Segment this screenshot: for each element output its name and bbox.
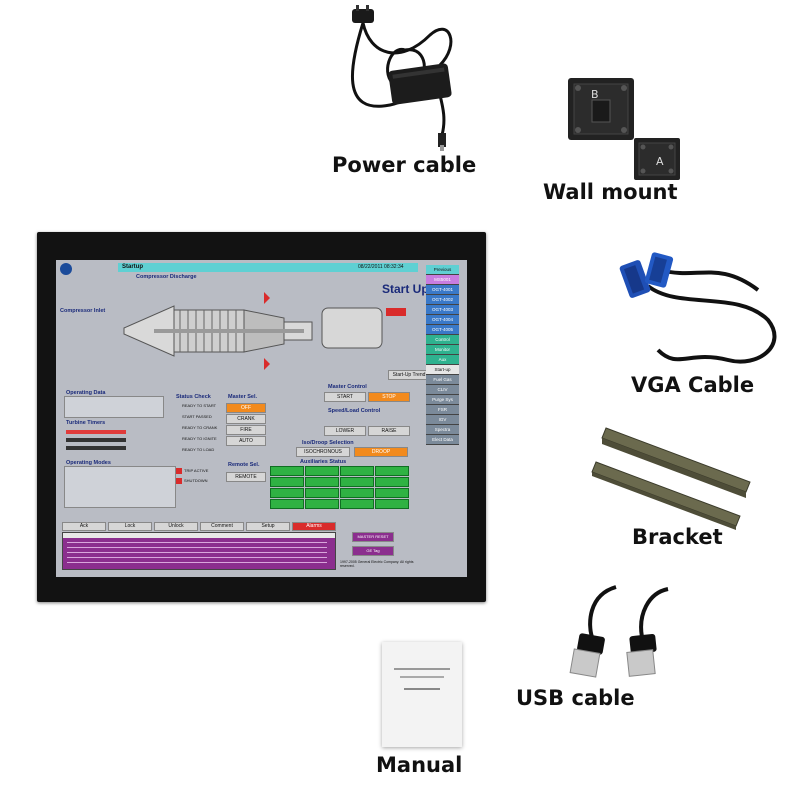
side-menu-monitor[interactable]: Monitor	[426, 345, 459, 355]
manual-caption: Manual	[376, 753, 463, 777]
hmi-screen: Startup 08/22/2011 08:32:34 Compressor D…	[56, 260, 467, 577]
master-sel-off-button[interactable]: OFF	[226, 403, 266, 413]
side-menu-start-up[interactable]: Start-up	[426, 365, 459, 375]
power-adapter-image	[351, 5, 453, 151]
status-item-start-passed: START PASSED	[182, 414, 212, 419]
alarm-tab-alarms[interactable]: Alarms	[292, 522, 336, 531]
bracket-image	[591, 427, 751, 530]
master-control-title: Master Control	[328, 384, 367, 390]
speed-load-control-title: Speed/Load Control	[328, 408, 381, 414]
iso-droop-title: Iso/Droop Selection	[302, 440, 354, 446]
ge-logo-icon	[60, 263, 72, 275]
status-item-ready-to-ignite: READY TO IGNITE	[182, 436, 217, 441]
status-item-ready-to-load: READY TO LOAD	[182, 447, 215, 452]
ge-tag-button[interactable]: GE Tag	[352, 546, 394, 556]
master-control-start-button[interactable]: START	[324, 392, 366, 402]
speed-load-lower-button[interactable]: LOWER	[324, 426, 366, 436]
shutdown-indicator	[176, 478, 182, 484]
side-menu-aux[interactable]: Aux	[426, 355, 459, 365]
turbine-timer-bar-3	[66, 446, 126, 450]
usb-cable-image	[569, 585, 669, 678]
status-check-title: Status Check	[176, 394, 211, 400]
side-menu-ms5001[interactable]: MS5001	[426, 275, 459, 285]
master-sel-auto-button[interactable]: AUTO	[226, 436, 266, 446]
side-menu: Previous Screen MS5001 OGT-4001 OGT-4002…	[426, 260, 462, 465]
wall-mount-caption: Wall mount	[543, 180, 678, 204]
usb-cable-caption: USB cable	[516, 686, 635, 710]
alarm-tab-setup[interactable]: Setup	[246, 522, 290, 531]
status-check-list: READY TO START START PASSED READY TO CRA…	[174, 401, 222, 461]
hmi-screen-title: Startup	[122, 264, 143, 270]
side-menu-ogt-4005[interactable]: OGT-4005	[426, 325, 459, 335]
remote-button[interactable]: REMOTE	[226, 472, 266, 482]
shutdown-label: SHUTDOWN	[184, 478, 208, 483]
bracket-caption: Bracket	[632, 525, 723, 549]
master-reset-button[interactable]: MASTER RESET	[352, 532, 394, 542]
auxiliaries-grid	[270, 466, 410, 509]
trip-active-label: TRIP ACTIVE	[184, 468, 209, 473]
manual-image	[382, 642, 462, 747]
hmi-header-bar	[118, 263, 418, 272]
copyright-text: 1997-2005 General Electric Company. All …	[340, 560, 414, 568]
master-control-stop-button[interactable]: STOP	[368, 392, 410, 402]
side-menu-spectra[interactable]: Spectra	[426, 425, 459, 435]
isochronous-button[interactable]: ISOCHRONOUS	[296, 447, 350, 457]
operating-data-title: Operating Data	[66, 390, 106, 396]
alarm-tab-unlock[interactable]: Unlock	[154, 522, 198, 531]
turbine-timers-title: Turbine Timers	[66, 420, 106, 426]
side-menu-purge-sys[interactable]: Purge Sys	[426, 395, 459, 405]
side-menu-igv[interactable]: IGV	[426, 415, 459, 425]
speed-load-raise-button[interactable]: RAISE	[368, 426, 410, 436]
operating-modes-panel	[64, 466, 176, 508]
wall-mount-label-b: B	[591, 88, 599, 101]
master-sel-fire-button[interactable]: FIRE	[226, 425, 266, 435]
status-item-ready-to-start: READY TO START	[182, 403, 217, 408]
vga-cable-caption: VGA Cable	[631, 373, 755, 397]
side-menu-ogt-4004[interactable]: OGT-4004	[426, 315, 459, 325]
vga-cable-image	[619, 252, 777, 364]
alarm-list[interactable]	[62, 532, 336, 570]
hmi-date: 08/22/2011 08:32:34	[358, 264, 404, 270]
side-menu-fuel-gas[interactable]: Fuel Gas	[426, 375, 459, 385]
turbine-timer-bar-1	[66, 430, 126, 434]
side-menu-elect-data[interactable]: Elect Data	[426, 435, 459, 445]
alarm-tab-comment[interactable]: Comment	[200, 522, 244, 531]
hmi-big-title: Start Up	[382, 282, 429, 296]
monitor: Startup 08/22/2011 08:32:34 Compressor D…	[37, 232, 486, 602]
side-menu-ogt-4003[interactable]: OGT-4003	[426, 305, 459, 315]
turbine-diagram	[123, 292, 313, 370]
auxiliaries-status-title: Auxiliaries Status	[300, 459, 347, 465]
compressor-inlet-title: Compressor Inlet	[60, 308, 106, 314]
side-menu-ogt-4002[interactable]: OGT-4002	[426, 295, 459, 305]
power-cable-caption: Power cable	[332, 153, 477, 177]
remote-sel-title: Remote Sel.	[228, 462, 260, 468]
trip-active-indicator	[176, 468, 182, 474]
side-menu-ogt-4001[interactable]: OGT-4001	[426, 285, 459, 295]
operating-modes-title: Operating Modes	[66, 460, 111, 466]
breaker-indicator	[386, 308, 406, 316]
droop-button[interactable]: DROOP	[354, 447, 408, 457]
turbine-timer-bar-2	[66, 438, 126, 442]
side-menu-previous-screen[interactable]: Previous Screen	[426, 265, 459, 281]
side-menu-fsr[interactable]: FSR	[426, 405, 459, 415]
side-menu-cliv[interactable]: CLIV	[426, 385, 459, 395]
wall-mount-label-a: A	[656, 155, 664, 168]
wall-mount-image	[568, 78, 680, 180]
alarm-tab-lock[interactable]: Lock	[108, 522, 152, 531]
generator-diagram	[321, 307, 383, 349]
compressor-discharge-title: Compressor Discharge	[136, 274, 197, 280]
alarm-tab-ack[interactable]: Ack	[62, 522, 106, 531]
startup-trend-button[interactable]: Start-Up Trend	[388, 370, 430, 380]
operating-data-panel	[64, 396, 164, 418]
master-sel-title: Master Sel.	[228, 394, 258, 400]
master-sel-crank-button[interactable]: CRANK	[226, 414, 266, 424]
side-menu-control[interactable]: Control	[426, 335, 459, 345]
status-item-ready-to-crank: READY TO CRANK	[182, 425, 218, 430]
